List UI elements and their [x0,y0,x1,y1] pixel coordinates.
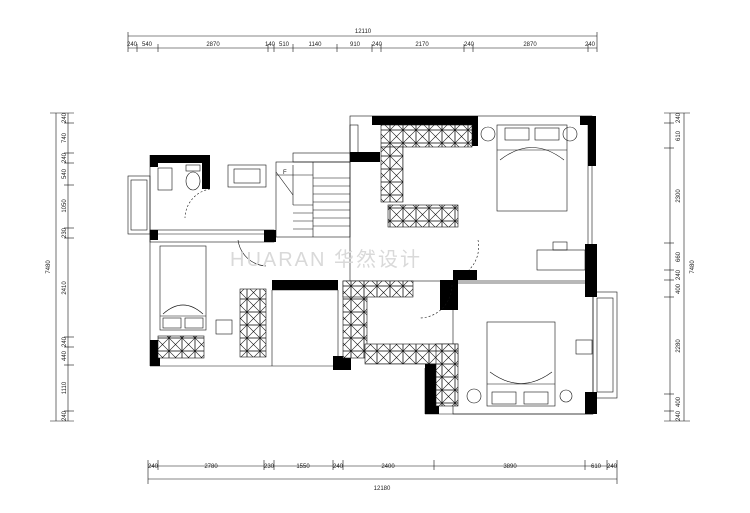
top-dim-8: 240 [372,42,383,48]
pillow-lower-right [523,391,549,405]
watermark: HUARAN 华然设计 [230,248,422,271]
shower-area [157,167,173,191]
left-dim-4: 540 [62,168,68,179]
left-dim-11: 240 [62,410,68,421]
top-dim-1: 240 [127,42,138,48]
left-dim-8: 240 [62,336,68,347]
bottom-total-label: 12180 [374,486,391,492]
top-dim-10: 240 [464,42,475,48]
wardrobe-lower-strip [342,280,414,298]
left-bedroom-furniture [157,245,233,359]
bed-pillow-left [162,317,182,329]
bottom-dim-6: 2400 [381,464,395,470]
top-dim-7: 910 [350,42,361,48]
bottom-dim-8: 610 [591,464,602,470]
right-dimension-chain: 240 610 2300 660 240 400 2280 400 240 74… [664,112,696,422]
bottom-dim-7: 3890 [503,464,517,470]
right-dim-4: 660 [676,251,682,262]
bottom-dim-4: 1550 [296,464,310,470]
right-dim-9: 240 [676,410,682,421]
bottom-dimension-chain: 240 2780 230 1550 240 2400 3890 610 240 … [147,460,618,492]
top-dim-6: 1140 [309,42,323,48]
nightstand-lamp-left [480,126,496,142]
sink-basin [233,168,261,184]
wardrobe-bottom-right [435,343,459,407]
toilet-tank [185,164,201,172]
right-dim-8: 400 [676,396,682,407]
right-dim-7: 2280 [676,339,682,353]
top-dim-9: 2170 [415,42,429,48]
top-dim-12: 240 [585,42,596,48]
right-dim-6: 400 [676,283,682,294]
right-dim-2: 610 [676,130,682,141]
right-total-label: 7480 [690,260,696,274]
left-dim-3: 240 [62,152,68,163]
bottom-dim-5: 240 [333,464,344,470]
wardrobe-hatching [239,124,473,407]
wardrobe-left-column [380,146,404,203]
bottom-dim-1: 240 [148,464,159,470]
toilet-bowl [185,171,201,191]
top-dim-5: 510 [279,42,290,48]
single-bed [159,245,207,331]
upper-room-desk [536,249,586,271]
left-dim-7: 2410 [62,281,68,295]
double-bed-lower [486,321,556,407]
left-total-label: 7480 [46,260,52,274]
top-dim-4: 140 [265,42,276,48]
upper-bedroom-furniture [480,124,586,271]
lower-lamp-right [559,389,573,403]
solid-walls [150,116,597,414]
right-dim-5: 240 [676,269,682,280]
left-dimension-chain: 7480 240 740 240 540 1050 230 2410 240 4… [46,112,74,422]
pillow-upper-left [504,127,530,141]
desk-chair [215,319,233,335]
right-dim-3: 2300 [676,189,682,203]
lower-lamp-left [466,388,482,404]
double-bed-upper [496,124,568,212]
left-dim-1: 240 [62,112,68,123]
top-dim-11: 2870 [523,42,537,48]
stair-direction-label: F [283,170,287,176]
left-dim-9: 440 [62,350,68,361]
lower-bedroom-furniture [466,321,593,407]
wardrobe-top [380,124,473,148]
storage-left-room [239,288,267,358]
wardrobe-mid [387,204,459,228]
top-dim-2: 540 [142,42,153,48]
left-dim-6: 230 [62,227,68,238]
left-room-cabinet [157,335,205,359]
doors [184,188,479,319]
vanity-counter [227,164,267,188]
pillow-lower-left [491,391,517,405]
lower-room-chair [575,339,593,355]
top-total-label: 12110 [355,29,372,35]
nightstand-lamp-right [562,126,578,142]
left-dim-2: 740 [62,132,68,143]
upper-room-chair [552,241,568,251]
bathroom [157,164,267,191]
bottom-dim-2: 2780 [204,464,218,470]
bottom-dim-9: 240 [607,464,618,470]
left-dim-10: 1110 [62,381,68,394]
top-dimension-chain: 12110 240 540 2870 140 510 1140 910 240 … [127,29,598,52]
left-dim-5: 1050 [62,199,68,213]
bottom-dim-3: 230 [264,464,275,470]
bed-pillow-right [184,317,204,329]
staircase: F [275,162,350,237]
pillow-upper-right [534,127,560,141]
right-dim-1: 240 [676,112,682,123]
top-dim-3: 2870 [206,42,220,48]
